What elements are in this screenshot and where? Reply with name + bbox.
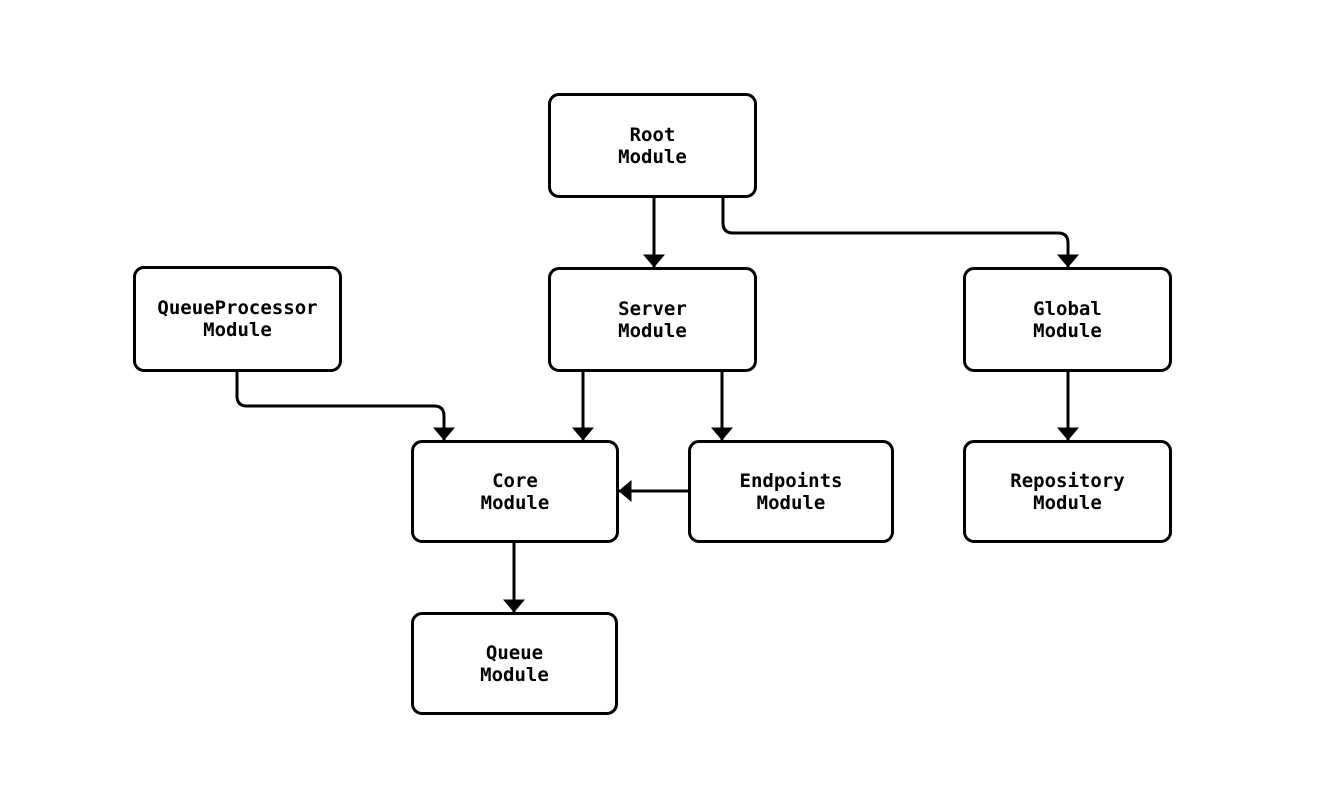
node-root-module: Root Module: [548, 93, 757, 198]
node-label: Core Module: [480, 469, 550, 514]
edges-group: [235, 198, 1079, 613]
node-server-module: Server Module: [548, 267, 757, 372]
node-endpoints-module: Endpoints Module: [688, 440, 894, 543]
node-core-module: Core Module: [411, 440, 619, 543]
node-queue-module: Queue Module: [411, 612, 618, 715]
edge-queueprocessor-to-core: [235, 372, 455, 441]
node-label: Global Module: [1033, 297, 1102, 342]
edge-root-to-global: [721, 198, 1079, 268]
node-label: Root Module: [618, 123, 687, 168]
node-label: Server Module: [618, 297, 687, 342]
node-label: Queue Module: [480, 641, 549, 686]
node-queueprocessor-module: QueueProcessor Module: [133, 266, 342, 372]
node-global-module: Global Module: [963, 267, 1172, 372]
node-repository-module: Repository Module: [963, 440, 1172, 543]
node-label: Repository Module: [1010, 469, 1125, 514]
node-label: Endpoints Module: [739, 469, 843, 514]
node-label: QueueProcessor Module: [157, 297, 318, 341]
